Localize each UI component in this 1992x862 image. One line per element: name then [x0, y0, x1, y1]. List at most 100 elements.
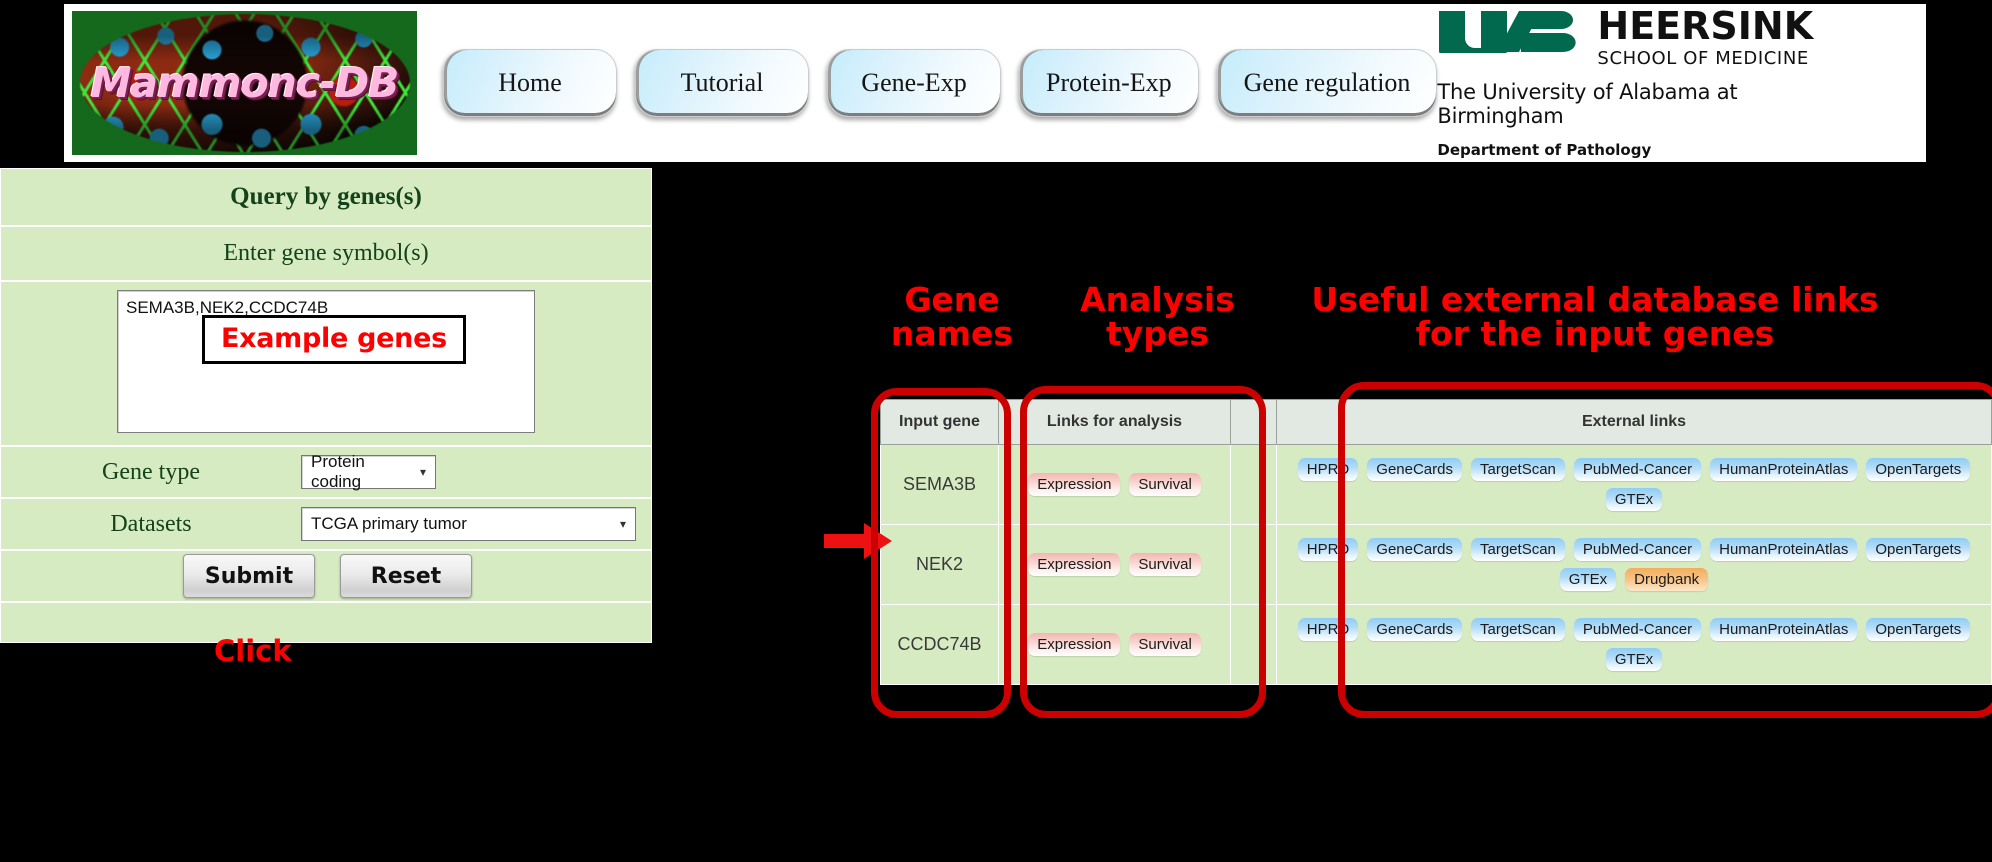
query-panel-subtitle: Enter gene symbol(s)	[1, 227, 651, 282]
external-link-genecards[interactable]: GeneCards	[1367, 458, 1462, 481]
analysis-link-survival[interactable]: Survival	[1129, 553, 1201, 576]
external-link-gtex[interactable]: GTEx	[1559, 568, 1617, 591]
uab-heersink-text: HEERSINK	[1597, 4, 1814, 48]
cell-analysis-links: Expression Survival	[998, 604, 1231, 685]
form-buttons-row: Submit Reset	[1, 551, 651, 603]
gene-input-row: SEMA3B,NEK2,CCDC74B	[1, 282, 651, 447]
cell-microscopy-image	[79, 14, 410, 152]
site-header: Mammonc-DB Home Tutorial Gene-Exp Protei…	[64, 4, 1926, 162]
cell-analysis-links: Expression Survival	[998, 444, 1231, 525]
external-link-hprd[interactable]: HPRD	[1297, 618, 1359, 641]
site-logo[interactable]: Mammonc-DB	[72, 11, 417, 155]
query-panel-title: Query by genes(s)	[1, 169, 651, 227]
datasets-row: Datasets TCGA primary tumor ▾	[1, 499, 651, 551]
chevron-down-icon: ▾	[419, 465, 426, 479]
table-row: NEK2 Expression Survival HPRD GeneCards Targe…	[880, 524, 1992, 605]
external-badge-group: HPRD GeneCards TargetScan PubMed-Cancer Huma…	[1278, 454, 1990, 515]
external-link-opentargets[interactable]: OpenTargets	[1866, 538, 1971, 561]
annotation-analysis-types: Analysis types	[1060, 280, 1255, 354]
uab-heersink-logo: HEERSINK SCHOOL OF MEDICINE The Universi…	[1437, 7, 1848, 159]
analysis-link-expression[interactable]: Expression	[1028, 473, 1121, 496]
external-link-pubmed-cancer[interactable]: PubMed-Cancer	[1573, 458, 1702, 481]
table-header-row: Input gene Links for analysis External l…	[880, 399, 1992, 445]
external-link-genecards[interactable]: GeneCards	[1367, 618, 1462, 641]
nav-button-home[interactable]: Home	[443, 49, 617, 117]
column-header-spacer	[1230, 399, 1277, 445]
nav-button-tutorial[interactable]: Tutorial	[635, 49, 809, 117]
external-link-pubmed-cancer[interactable]: PubMed-Cancer	[1573, 618, 1702, 641]
gene-type-selected-value: Protein coding	[311, 452, 365, 491]
annotation-external-links-line2: for the input genes	[1415, 314, 1775, 354]
external-link-gtex[interactable]: GTEx	[1605, 488, 1663, 511]
uab-school-text: SCHOOL OF MEDICINE	[1597, 48, 1809, 69]
column-header-input-gene: Input gene	[880, 399, 999, 445]
external-link-targetscan[interactable]: TargetScan	[1471, 618, 1565, 641]
results-table: Input gene Links for analysis External l…	[880, 399, 1992, 685]
column-header-links-for-analysis: Links for analysis	[998, 399, 1231, 445]
annotation-external-links: Useful external database links for the i…	[1280, 280, 1910, 354]
cell-external-links: HPRD GeneCards TargetScan PubMed-Cancer Huma…	[1276, 524, 1992, 605]
external-link-opentargets[interactable]: OpenTargets	[1866, 458, 1971, 481]
external-link-humanproteinatlas[interactable]: HumanProteinAtlas	[1710, 538, 1858, 561]
nav-button-gene-regulation[interactable]: Gene regulation	[1216, 49, 1438, 117]
uab-university-text: The University of Alabama at Birmingham	[1437, 80, 1738, 128]
cell-external-links: HPRD GeneCards TargetScan PubMed-Cancer Huma…	[1276, 444, 1992, 525]
reset-button[interactable]: Reset	[340, 554, 472, 598]
analysis-badge-group: Expression Survival	[1000, 549, 1229, 580]
external-link-drugbank[interactable]: Drugbank	[1625, 568, 1709, 591]
external-link-genecards[interactable]: GeneCards	[1367, 538, 1462, 561]
table-row: SEMA3B Expression Survival HPRD GeneCards Tar…	[880, 444, 1992, 525]
cell-external-links: HPRD GeneCards TargetScan PubMed-Cancer Huma…	[1276, 604, 1992, 685]
main-navigation: Home Tutorial Gene-Exp Protein-Exp Gene …	[443, 49, 1438, 117]
annotation-gene-names-line1: Gene	[904, 280, 1000, 319]
column-header-external-links: External links	[1276, 399, 1992, 445]
logo-title: Mammonc-DB	[90, 59, 400, 107]
example-genes-callout: Example genes	[202, 315, 466, 364]
external-link-targetscan[interactable]: TargetScan	[1471, 538, 1565, 561]
analysis-link-expression[interactable]: Expression	[1028, 633, 1121, 656]
external-link-pubmed-cancer[interactable]: PubMed-Cancer	[1573, 538, 1702, 561]
external-link-hprd[interactable]: HPRD	[1297, 458, 1359, 481]
gene-type-label: Gene type	[102, 458, 200, 485]
submit-button[interactable]: Submit	[183, 554, 315, 598]
nav-button-protein-exp[interactable]: Protein-Exp	[1019, 49, 1199, 117]
datasets-selected-value: TCGA primary tumor	[311, 514, 467, 533]
cell-input-gene: CCDC74B	[880, 604, 999, 685]
cell-input-gene: NEK2	[880, 524, 999, 605]
cell-analysis-links: Expression Survival	[998, 524, 1231, 605]
results-table-wrapper: Input gene Links for analysis External l…	[880, 399, 1992, 685]
external-link-humanproteinatlas[interactable]: HumanProteinAtlas	[1710, 458, 1858, 481]
datasets-select[interactable]: TCGA primary tumor ▾	[301, 507, 636, 541]
analysis-link-survival[interactable]: Survival	[1129, 633, 1201, 656]
gene-type-select[interactable]: Protein coding ▾	[301, 452, 436, 491]
table-row: CCDC74B Expression Survival HPRD GeneCards Ta…	[880, 604, 1992, 685]
cell-input-gene: SEMA3B	[880, 444, 999, 525]
cell-spacer	[1230, 604, 1277, 685]
red-arrow-icon	[824, 523, 892, 559]
external-link-targetscan[interactable]: TargetScan	[1471, 458, 1565, 481]
external-badge-group: HPRD GeneCards TargetScan PubMed-Cancer Huma…	[1278, 614, 1990, 675]
external-link-gtex[interactable]: GTEx	[1605, 648, 1663, 671]
nav-button-gene-exp[interactable]: Gene-Exp	[827, 49, 1001, 117]
analysis-badge-group: Expression Survival	[1000, 469, 1229, 500]
annotation-external-links-line1: Useful external database links	[1311, 280, 1879, 319]
chevron-down-icon: ▾	[619, 517, 626, 531]
cell-spacer	[1230, 524, 1277, 605]
annotation-analysis-types-line1: Analysis	[1080, 280, 1235, 319]
external-link-opentargets[interactable]: OpenTargets	[1866, 618, 1971, 641]
annotation-gene-names-line2: names	[890, 314, 1014, 354]
analysis-link-expression[interactable]: Expression	[1028, 553, 1121, 576]
click-annotation: Click	[214, 634, 292, 668]
gene-type-row: Gene type Protein coding ▾	[1, 447, 651, 499]
uab-wordmark-icon	[1437, 9, 1589, 57]
analysis-badge-group: Expression Survival	[1000, 629, 1229, 660]
cell-spacer	[1230, 444, 1277, 525]
external-badge-group: HPRD GeneCards TargetScan PubMed-Cancer Huma…	[1278, 534, 1990, 595]
analysis-link-survival[interactable]: Survival	[1129, 473, 1201, 496]
external-link-hprd[interactable]: HPRD	[1297, 538, 1359, 561]
annotation-gene-names: Gene names	[862, 280, 1042, 354]
external-link-humanproteinatlas[interactable]: HumanProteinAtlas	[1710, 618, 1858, 641]
query-panel: Query by genes(s) Enter gene symbol(s) S…	[0, 168, 652, 643]
datasets-label: Datasets	[110, 510, 192, 537]
annotation-analysis-types-line2: types	[1106, 314, 1209, 354]
